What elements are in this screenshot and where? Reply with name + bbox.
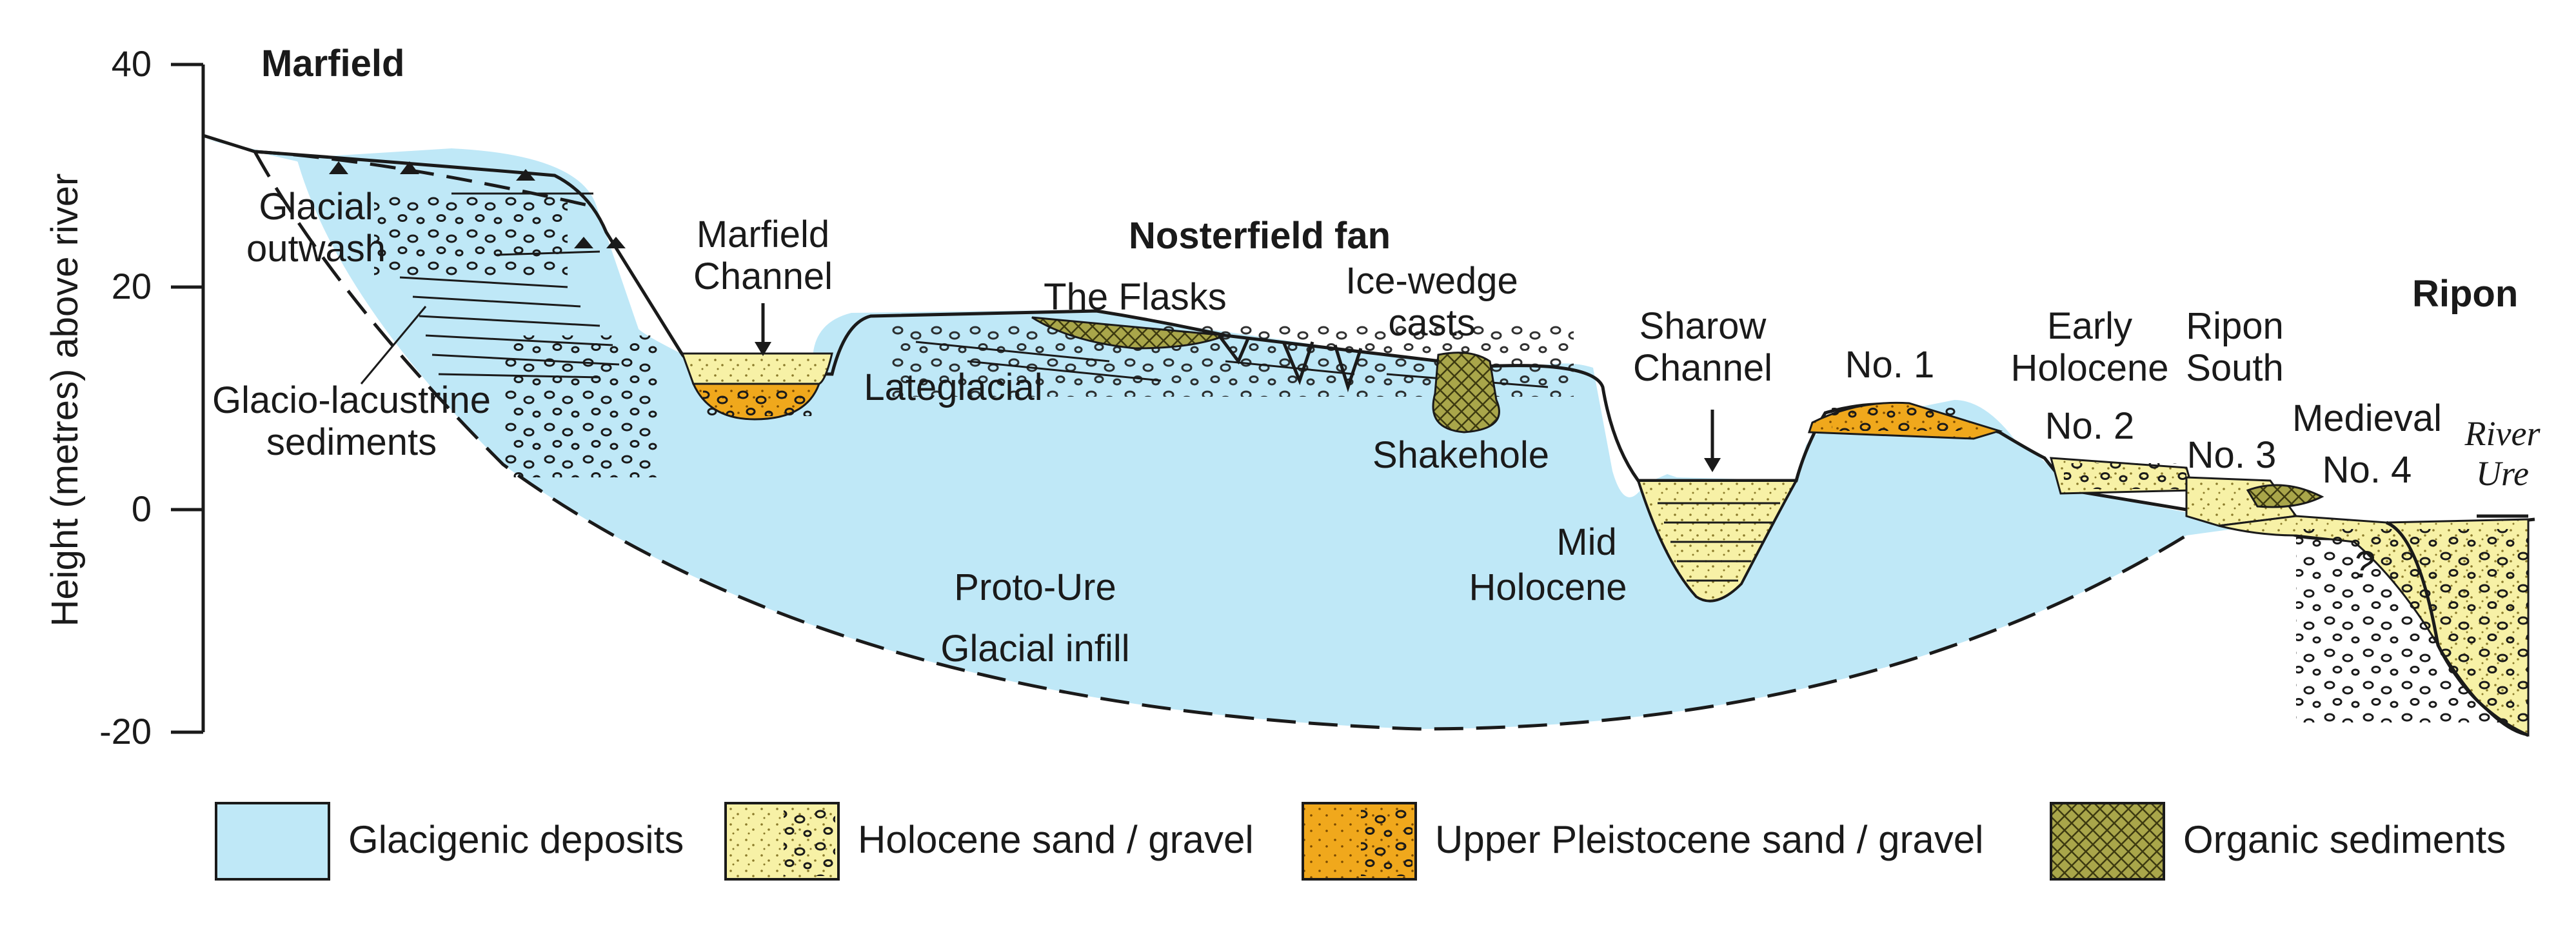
label-proto-ure: Proto-Ure [954,566,1116,608]
lateglacial-laminae [915,341,1549,388]
y-axis: 40 20 0 -20 Height (metres) above river [44,43,205,752]
label-river-ure: River [2464,414,2541,453]
legend-item-organic: Organic sediments [2050,802,2506,881]
label-marfield-channel: Channel [693,255,833,297]
label-no2: No. 2 [2045,405,2135,447]
legend-label: Glacigenic deposits [348,818,684,861]
glacio-lacustrine-leader [360,306,427,384]
y-tick-label: 20 [112,266,152,306]
glacio-lacustrine-gravel [503,335,658,477]
legend-label: Organic sediments [2183,818,2506,861]
glacial-infill-base [253,150,2188,731]
river-ure-bank [2385,521,2530,737]
y-tick-label: 40 [112,43,152,84]
label-question: ? [2353,544,2375,586]
legend-label: Holocene sand / gravel [858,818,1254,861]
label-glacial-infill: Glacial infill [940,628,1129,670]
label-glacial-outwash: Glacial [259,186,373,228]
label-sharow-channel: Channel [1633,347,1772,389]
label-sharow-channel: Sharow [1640,305,1767,347]
marfield-channel-fill-holocene [680,352,833,385]
shakehole-organic [1432,352,1500,434]
legend-swatch-organic [2050,802,2165,881]
label-ice-wedge-casts: casts [1388,302,1475,344]
place-ripon: Ripon [2412,273,2518,315]
the-flasks-organic [1031,316,1226,350]
legend-label: Upper Pleistocene sand / gravel [1435,818,1984,861]
label-the-flasks: The Flasks [1044,276,1227,318]
y-tick-label: 0 [132,488,152,529]
terrace-no1-gravel [1832,405,1961,431]
medieval-organic [2246,484,2324,508]
label-early-holocene: Holocene [2010,347,2168,389]
legend-swatch-pleistocene-gravel [1361,806,1412,876]
y-axis-title: Height (metres) above river [44,174,86,627]
label-no4: No. 4 [2323,449,2412,491]
label-ripon-south: Ripon [2186,305,2284,347]
label-mid-holocene: Mid [1556,521,1616,563]
label-glacio-lacustrine: sediments [266,421,437,463]
label-early-holocene: Early [2047,305,2132,347]
terrace-no2-gravel [2064,463,2186,489]
sharow-channel-laminae [1658,502,1780,582]
glacio-lacustrine-laminae [399,276,620,379]
marfield-channel-arrowhead [755,342,771,356]
label-no1: No. 1 [1845,344,1935,386]
place-marfield: Marfield [261,43,404,85]
label-marfield-channel: Marfield [697,214,829,255]
label-ripon-south: South [2186,347,2284,389]
ice-wedge-cast-3 [1333,344,1363,393]
label-river-ure: Ure [2476,454,2529,493]
label-glacio-lacustrine: Glacio-lacustrine [212,379,491,421]
label-lateglacial: Lateglacial [864,366,1042,408]
marfield-channel-gravel [703,387,813,416]
legend-item-holocene: Holocene sand / gravel [724,802,1254,881]
river-ure-gravel [2296,529,2528,723]
label-ice-wedge-casts: Ice-wedge [1345,260,1518,302]
sharow-channel-arrowhead [1704,458,1721,472]
legend-swatch-holocene-gravel [784,806,835,876]
ice-wedge-cast-2 [1282,341,1314,386]
legend-item-glacigenic: Glacigenic deposits [215,802,684,881]
ice-wedge-cast-1 [1218,334,1250,364]
labels: Marfield Nosterfield fan Ripon Glacial o… [212,43,2541,670]
label-glacial-outwash: outwash [246,228,386,270]
legend-item-pleistocene: Upper Pleistocene sand / gravel [1302,802,1984,881]
outwash-terrace-marks [329,161,626,256]
label-no3: No. 3 [2187,434,2277,476]
legend-swatch-glacigenic [215,802,330,881]
place-nosterfield-fan: Nosterfield fan [1129,215,1391,257]
sharow-channel-fill [1636,479,1799,603]
glacial-outwash-gravel [374,194,568,277]
label-mid-holocene: Holocene [1469,566,1627,608]
label-medieval: Medieval [2292,397,2442,439]
label-shakehole: Shakehole [1372,434,1549,476]
y-tick-label: -20 [99,711,152,752]
legend: Glacigenic deposits Holocene sand / grav… [215,802,2506,881]
